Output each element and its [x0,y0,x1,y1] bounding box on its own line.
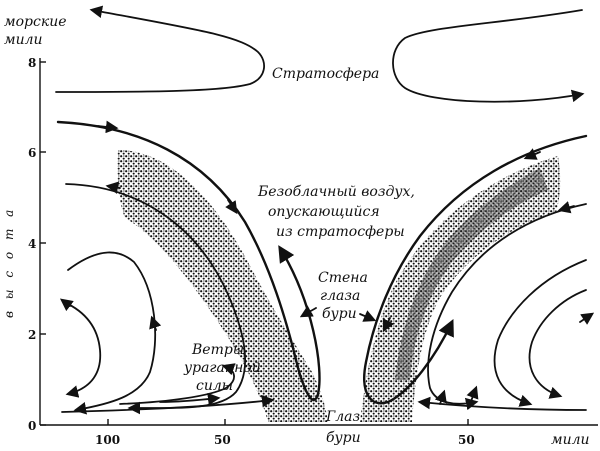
outer-descent-loop-left [56,120,321,401]
label-eye-line2: бури [326,430,361,446]
x-tick-label-50-right: 50 [458,433,475,447]
y-tick-label-0: 0 [28,419,36,433]
label-clear-air-line1: Безоблачный воздух, [257,184,415,200]
arrow-right-loop-2 [382,317,395,333]
arrow-left-loop-1 [97,120,119,134]
arrow-inner-1 [105,181,121,194]
low-inflow-arrow-left [159,392,221,406]
label-eye-line1: Глаз [325,409,360,425]
label-eyewall-line2: глаза [320,288,360,304]
label-stratosphere: Стратосфера [272,66,379,82]
arrow-right-loop-1 [523,148,541,160]
inner-loop-left-2 [67,251,157,415]
arrow-inner-2 [149,315,162,331]
arrow-inner-r3 [579,312,595,325]
inner-loop-left-3 [63,301,102,398]
surface-inflow-left [61,394,275,413]
y-axis-unit-line2: мили [4,32,43,48]
stratosphere-flows [55,5,585,103]
stratosphere-loop-left [55,5,265,93]
eyewall-pointer-right [359,310,377,322]
right-circulation [363,134,595,411]
left-circulation [56,120,321,415]
eyewall-right-dense [395,168,548,380]
arrow-inner-r1 [557,201,575,214]
eyewall-pointer-left [299,305,317,318]
label-winds-line1: Ветры [191,342,244,358]
low-inflow-arrow-right [466,385,479,405]
label-winds-line2: ураганной [183,360,261,376]
label-eyewall-line1: Стена [318,270,368,286]
y-tick-label-4: 4 [28,237,36,251]
outer-descent-loop-right [363,134,588,405]
label-winds-line3: силы [196,378,233,394]
arrow-inner-3 [59,298,74,312]
x-axis-unit: мили [551,432,590,448]
axes [39,58,598,426]
label-clear-air-line2: опускающийся [268,204,380,220]
y-tick-label-2: 2 [28,328,36,342]
x-tick-label-50-left: 50 [214,433,231,447]
y-tick-label-8: 8 [28,56,36,70]
arrow-left-loop-2 [225,199,238,215]
low-inflow-arrow-right-2 [434,389,447,405]
label-clear-air-line3: из стратосферы [276,224,405,240]
inner-loop-right-2 [493,259,587,407]
y-tick-label-6: 6 [28,146,36,160]
surface-inflow-right [417,396,587,411]
label-eyewall-line3: бури [322,306,357,322]
stratosphere-loop-right [392,9,585,103]
x-tick-label-100: 100 [95,433,120,447]
inner-loop-right-3 [528,289,587,399]
y-axis-unit-line1: морские [4,14,67,30]
y-axis-title: в ы с о т а [2,206,16,318]
lower-inner-loop [119,363,236,405]
